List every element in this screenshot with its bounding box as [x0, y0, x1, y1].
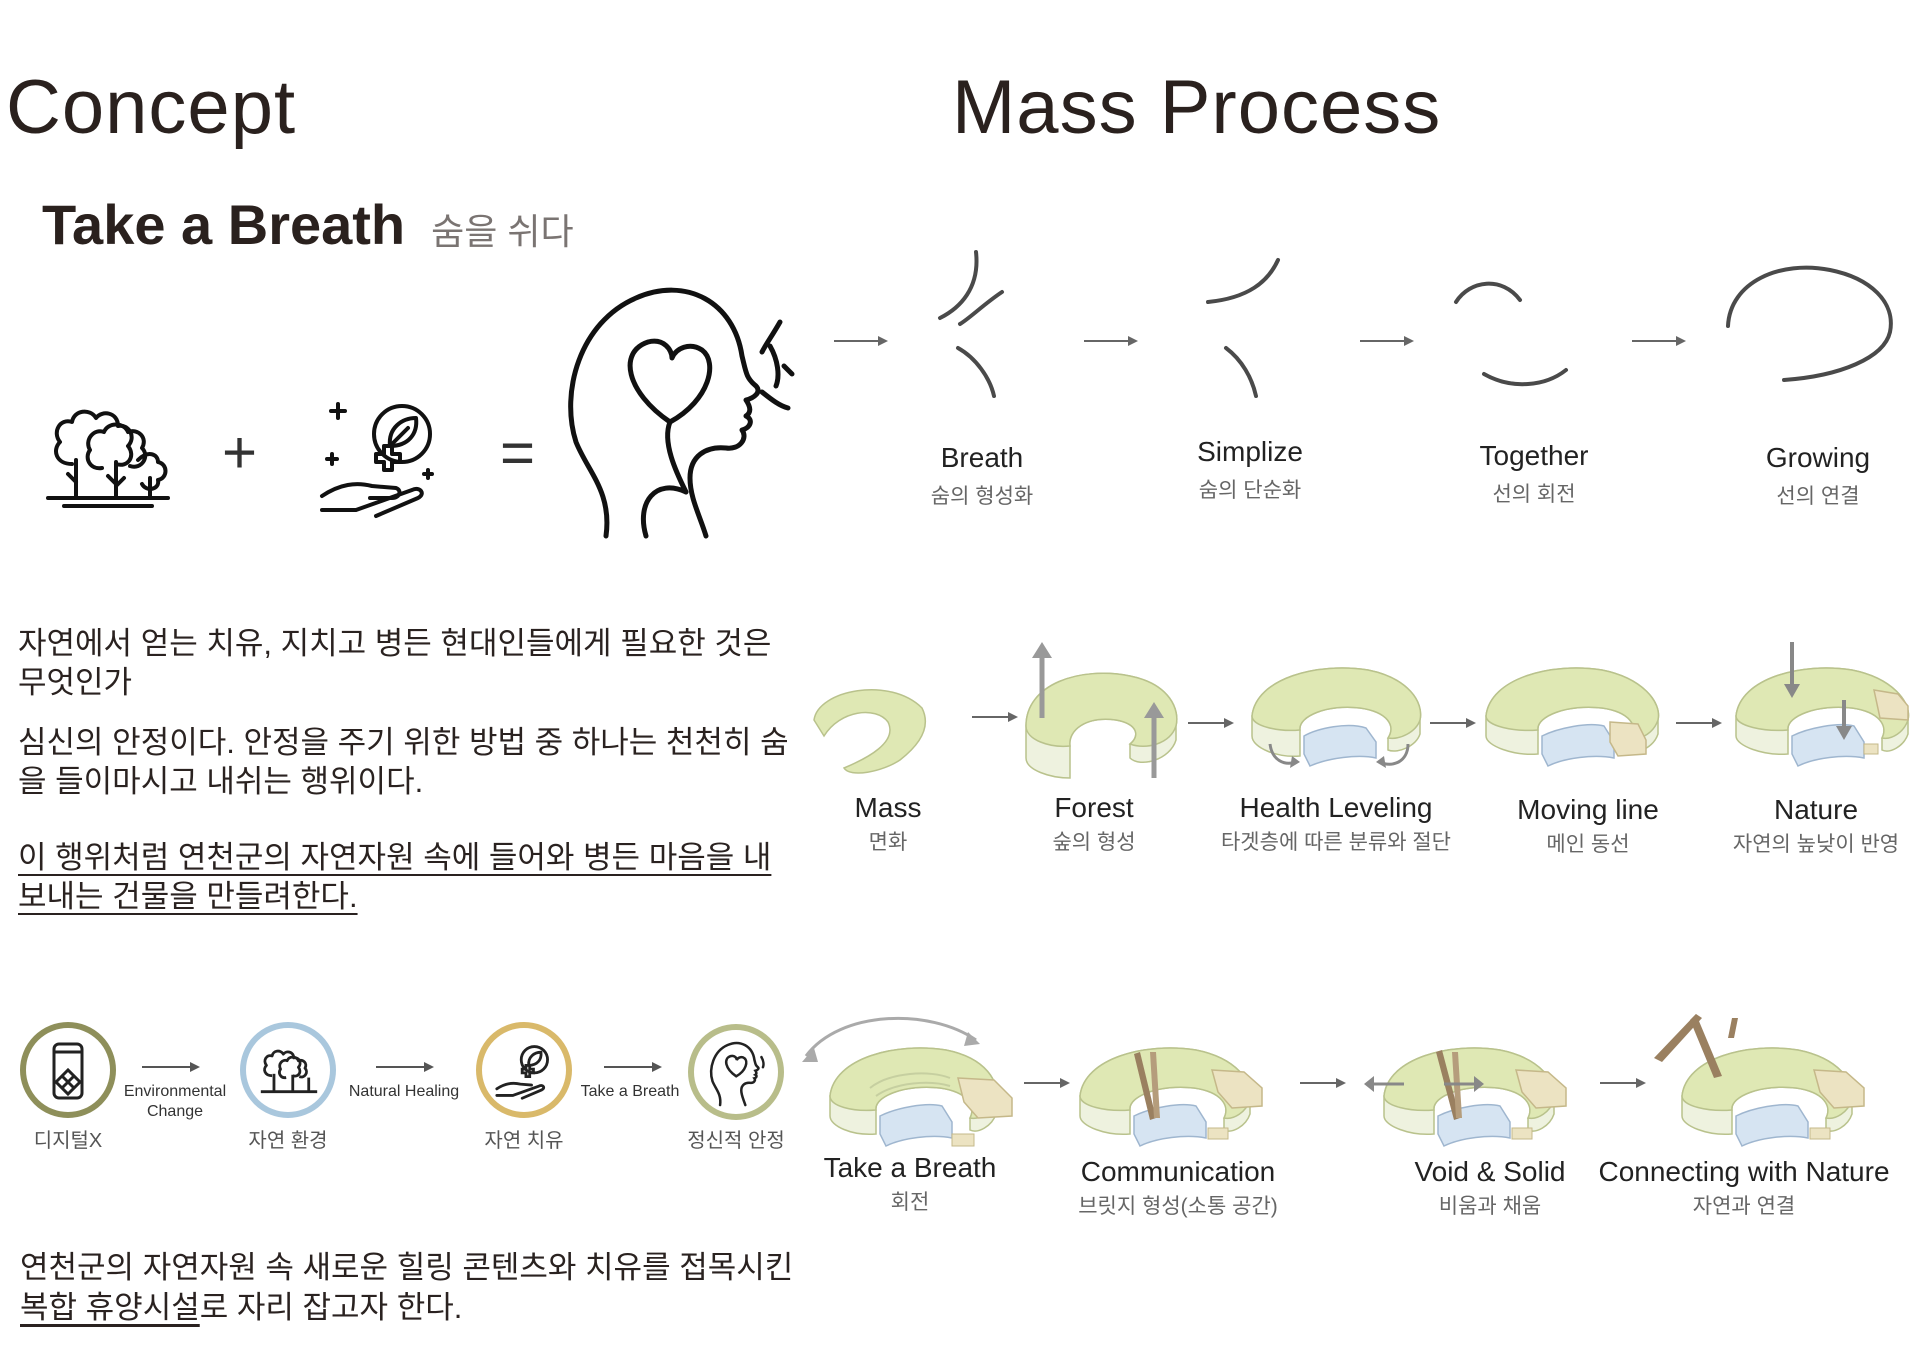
growing-lines-sketch: [1726, 265, 1893, 382]
mass-row1-arrow-3: [1360, 336, 1414, 346]
stage-void-solid-label: Void & Solid 비움과 채움: [1414, 1156, 1566, 1218]
phone-digital-icon: [52, 1042, 84, 1100]
closing-statement: 연천군의 자연자원 속 새로운 힐링 콘텐츠와 치유를 접목시킨 복합 휴양시설…: [20, 1248, 820, 1328]
concept-paragraph-1: 자연에서 얻는 치유, 지치고 병든 현대인들에게 필요한 것은 무엇인가: [18, 626, 772, 700]
breath-lines-sketch: [938, 250, 1004, 398]
mass-row2-arrow-1: [972, 712, 1018, 722]
flow-connector-take-a-breath: Take a Breath: [580, 1083, 680, 1100]
stage-simplize-label: Simplize 숨의 단순화: [1197, 436, 1303, 502]
mass-model-void-solid: [1364, 1047, 1567, 1148]
mass-model-moving-line: [1485, 667, 1660, 768]
breathing-head-heart-icon: [709, 1041, 765, 1107]
mass-row1-arrow-2: [1084, 336, 1138, 346]
stage-moving-line-label: Moving line 메인 동선: [1517, 794, 1659, 856]
closing-emphasis: 복합 휴양시설: [20, 1290, 200, 1325]
mass-row1-arrow-4: [1632, 336, 1686, 346]
stage-nature-label: Nature 자연의 높낮이 반영: [1732, 794, 1900, 856]
stage-health-leveling-label: Health Leveling 타겟층에 따른 분류와 절단: [1220, 792, 1452, 854]
flow-connector-natural-healing: Natural Healing: [348, 1083, 460, 1100]
stage-connecting-with-nature-label: Connecting with Nature 자연과 연결: [1598, 1156, 1890, 1218]
healing-hand-leaf-icon: [495, 1045, 549, 1100]
equals-sign: =: [500, 419, 536, 486]
mass-model-communication: [1079, 1047, 1263, 1148]
plus-sign: +: [222, 419, 258, 486]
flow-arrow-2: [376, 1062, 434, 1072]
flow-label-stability: 정신적 안정: [687, 1130, 785, 1152]
healing-hand-leaf-icon: [320, 402, 434, 518]
closing-text-before: 연천군의 자연자원 속 새로운 힐링 콘텐츠와 치유를 접목시킨: [20, 1250, 794, 1285]
flow-label-healing: 자연 치유: [484, 1130, 564, 1152]
mass-model-take-a-breath: [802, 1016, 1013, 1148]
stage-communication-label: Communication 브릿지 형성(소통 공간): [1078, 1156, 1278, 1218]
mass-row2-arrow-2: [1188, 718, 1234, 728]
flow-label-nature: 자연 환경: [248, 1130, 328, 1152]
stage-breath-label: Breath 숨의 형성화: [930, 442, 1034, 508]
mass-model-forest: [1025, 642, 1178, 779]
simplize-lines-sketch: [1206, 258, 1280, 398]
flow-circle-stability: [688, 1024, 784, 1120]
forest-trees-icon: [260, 1049, 318, 1094]
stage-mass-label: Mass 면화: [854, 792, 922, 854]
breathing-head-heart-icon: [568, 287, 795, 539]
flow-circle-nature: [240, 1022, 336, 1118]
stage-take-a-breath-label: Take a Breath 회전: [823, 1152, 997, 1214]
flow-arrow-1: [142, 1062, 200, 1072]
stage-forest-label: Forest 숲의 형성: [1052, 792, 1136, 854]
mass-row3-arrow-3: [1600, 1078, 1646, 1088]
mass-model-connecting-with-nature: [1654, 1014, 1865, 1148]
mass-model-health-leveling: [1251, 667, 1422, 768]
flow-arrow-3: [604, 1062, 662, 1072]
mass-row1-arrow-1: [834, 336, 888, 346]
mass-row2-arrow-4: [1676, 718, 1722, 728]
concept-subtitle: 숨을 쉬다: [431, 211, 574, 252]
concept-paragraph-3: 이 행위처럼 연천군의 자연자원 속에 들어와 병든 마음을 내보내는 건물을 …: [18, 840, 772, 914]
mass-row2-arrow-3: [1430, 718, 1476, 728]
together-lines-sketch: [1454, 281, 1568, 387]
forest-trees-icon: [46, 409, 170, 508]
closing-text-after: 로 자리 잡고자 한다.: [199, 1290, 463, 1325]
flow-circle-digital: [20, 1022, 116, 1118]
flow-connector-environmental: Environmental Change: [123, 1083, 227, 1120]
mass-model-mass: [813, 689, 927, 774]
stage-growing-label: Growing 선의 연결: [1765, 442, 1871, 508]
flow-label-digital: 디지털X: [33, 1130, 103, 1152]
mass-row3-arrow-2: [1300, 1078, 1346, 1088]
mass-model-nature: [1735, 642, 1910, 768]
flow-circle-healing: [476, 1022, 572, 1118]
concept-paragraph-2: 심신의 안정이다. 안정을 주기 위한 방법 중 하나는 천천히 숨을 들이마시…: [18, 725, 789, 799]
stage-together-label: Together 선의 회전: [1479, 440, 1589, 506]
concept-title-group: Take a Breath 숨을 쉬다: [42, 192, 574, 257]
mass-process-heading: Mass Process: [952, 65, 1442, 150]
concept-heading: Concept: [6, 65, 297, 150]
concept-title: Take a Breath: [42, 193, 406, 256]
mass-row3-arrow-1: [1024, 1078, 1070, 1088]
